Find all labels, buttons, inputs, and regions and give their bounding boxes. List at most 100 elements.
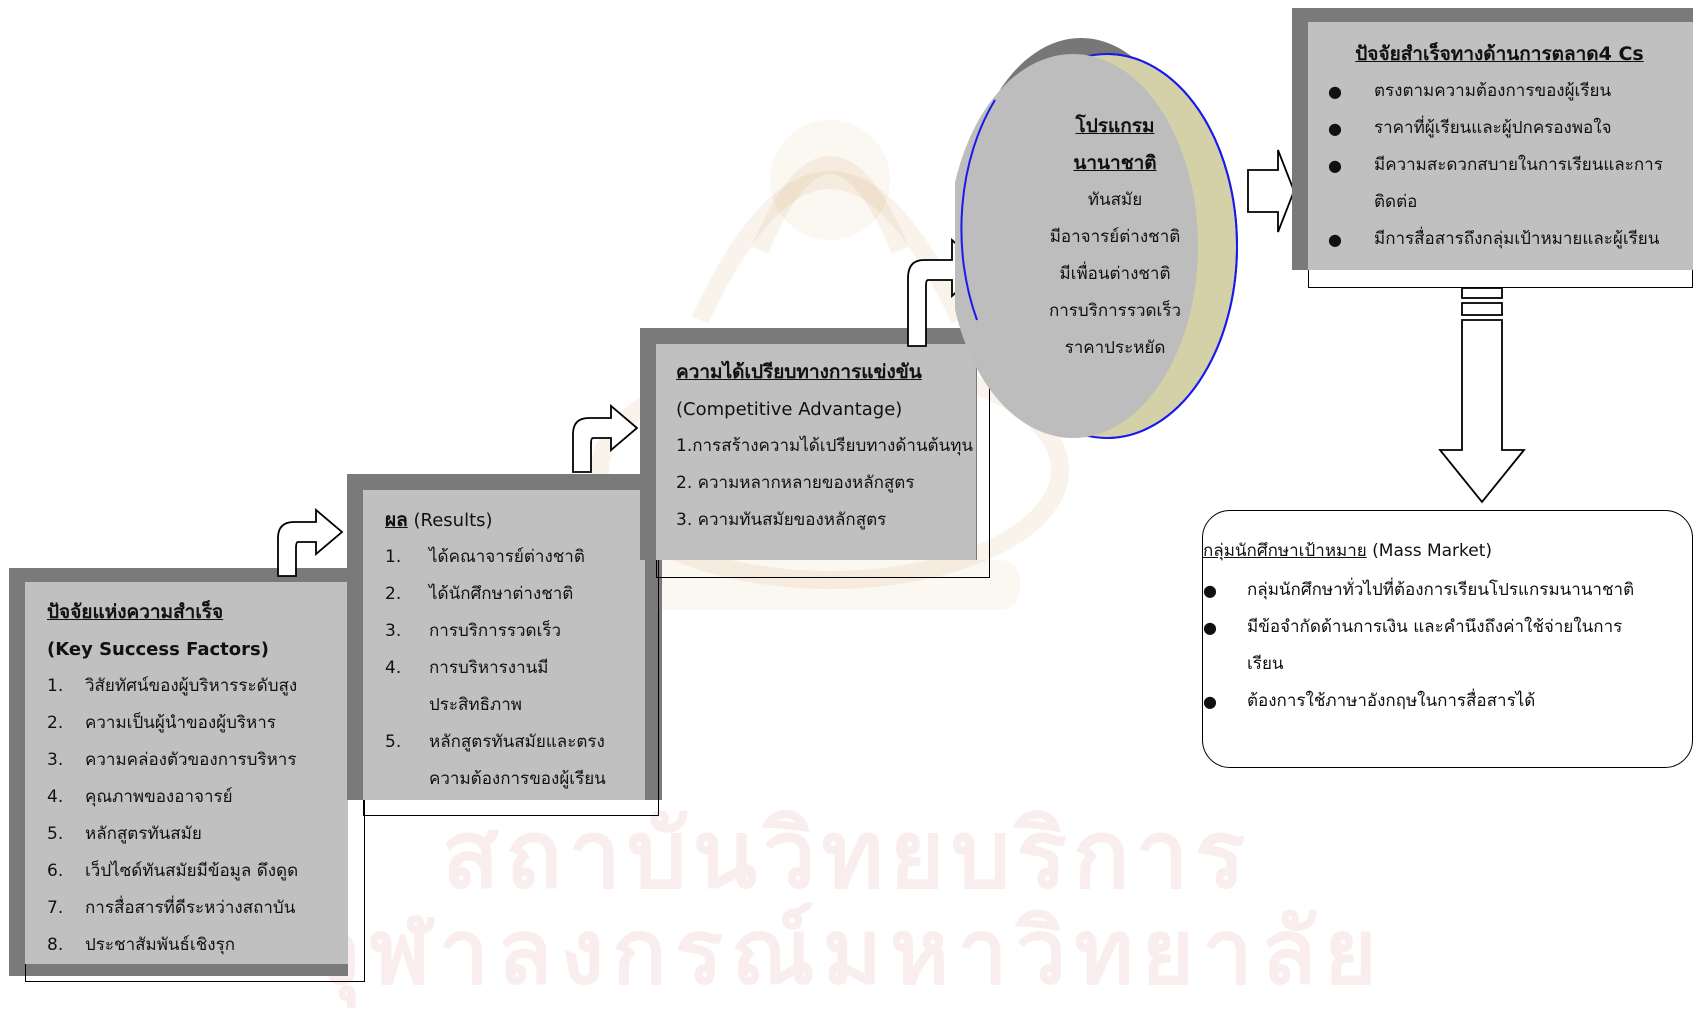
program-ellipse-outline-left [960,99,996,321]
results-item-text: หลักสูตรทันสมัยและตรง [429,732,605,752]
advantage-list: 1.การสร้างความได้เปรียบทางด้านต้นทุน 2. ค… [676,428,976,539]
marketing-item-text: มีความสะดวกสบายในการเรียนและการ [1374,155,1663,175]
program-line: ทันสมัย [1087,190,1143,210]
program-lines: ทันสมัยมีอาจารย์ต่างชาติมีเพื่อนต่างชาติ… [1010,182,1220,367]
ksf-item-number: 8. [47,935,64,955]
curved-arrow-2 [572,404,639,473]
marketing-item-text: ตรงตามความต้องการของผู้เรียน [1374,81,1612,101]
results-title: ผล [385,509,408,531]
program-title-2: นานาชาติ [1073,152,1157,174]
results-item-number: 5. [385,732,402,752]
target-list: ● กลุ่มนักศึกษาทั่วไปที่ต้องการเรียนโปรแก… [1203,572,1692,720]
results-item-text: ความต้องการของผู้เรียน [429,769,606,789]
ksf-item: 8. ประชาสัมพันธ์เชิงรุก [47,927,348,964]
results-item-text: การบริการรวดเร็ว [429,621,562,641]
ksf-item-text: ประชาสัมพันธ์เชิงรุก [85,935,235,955]
results-item-number [385,761,429,798]
program-line: มีอาจารย์ต่างชาติ [1049,227,1181,247]
bullet-icon: ● [1203,692,1217,711]
target-item: เรียน [1203,646,1692,683]
marketing-panel: ปัจจัยสำเร็จทางด้านการตลาด4 Cs ● ตรงตามคว… [1308,22,1693,270]
bullet-icon: ● [1203,618,1217,637]
ksf-item: 2. ความเป็นผู้นำของผู้บริหาร [47,705,348,742]
ksf-item: 4. คุณภาพของอาจารย์ [47,779,348,816]
marketing-item-text: ราคาที่ผู้เรียนและผู้ปกครองพอใจ [1374,118,1612,138]
results-panel: ผล (Results) 1.ได้คณาจารย์ต่างชาติ2.ได้น… [363,490,645,800]
ksf-item: 5. หลักสูตรทันสมัย [47,816,348,853]
target-item: ● กลุ่มนักศึกษาทั่วไปที่ต้องการเรียนโปรแก… [1203,572,1692,609]
ksf-item-number: 2. [47,713,64,733]
results-item-number: 4. [385,658,402,678]
results-item-number: 3. [385,621,402,641]
ksf-item-text: วิสัยทัศน์ของผู้บริหารระดับสูง [85,676,298,696]
marketing-item-text: ติดต่อ [1374,192,1418,212]
ksf-item-text: เว็ปไซด์ทันสมัยมีข้อมูล ดึงดูด [85,861,299,881]
down-arrow [1438,287,1526,504]
results-heading: ผล (Results) [385,502,645,539]
results-item-text: ได้นักศึกษาต่างชาติ [429,584,574,604]
results-item-text: ประสิทธิภาพ [429,695,522,715]
ksf-item-number: 5. [47,824,64,844]
bullet-icon: ● [1328,119,1342,138]
marketing-item: ● ราคาที่ผู้เรียนและผู้ปกครองพอใจ [1328,110,1693,147]
target-title: กลุ่มนักศึกษาเป้าหมาย [1203,541,1367,561]
results-item: 5. หลักสูตรทันสมัยและตรง [385,724,645,761]
bullet-icon: ● [1203,581,1217,600]
ksf-item-number: 7. [47,898,64,918]
marketing-item: ● ตรงตามความต้องการของผู้เรียน [1328,73,1693,110]
marketing-item: ● มีการสื่อสารถึงกลุ่มเป้าหมายและผู้เรียน [1328,221,1693,258]
ksf-item-number: 4. [47,787,64,807]
advantage-subtitle: (Competitive Advantage) [676,399,903,420]
marketing-item: ติดต่อ [1328,184,1693,221]
results-item-number: 2. [385,584,402,604]
program-line: ราคาประหยัด [1064,338,1166,358]
curved-arrow-1 [277,508,344,577]
target-heading: กลุ่มนักศึกษาเป้าหมาย (Mass Market) [1203,533,1692,570]
marketing-item-text: มีการสื่อสารถึงกลุ่มเป้าหมายและผู้เรียน [1374,229,1660,249]
ksf-item-text: ความเป็นผู้นำของผู้บริหาร [85,713,276,733]
advantage-item: 3. ความทันสมัยของหลักสูตร [676,510,887,530]
bullet-icon: ● [1328,156,1342,175]
ksf-item-text: คุณภาพของอาจารย์ [85,787,233,807]
ksf-item-text: หลักสูตรทันสมัย [85,824,202,844]
ksf-item: 1. วิสัยทัศน์ของผู้บริหารระดับสูง [47,668,348,705]
ksf-subtitle: (Key Success Factors) [47,639,269,660]
results-item: 4. การบริหารงานมี [385,650,645,687]
ksf-list: 1. วิสัยทัศน์ของผู้บริหารระดับสูง 2. ความเป… [47,668,348,964]
advantage-title: ความได้เปรียบทางการแข่งขัน [676,361,922,383]
program-text: โปรแกรม นานาชาติ ทันสมัยมีอาจารย์ต่างชาต… [1010,108,1220,367]
bullet-icon: ● [1328,82,1342,101]
target-item: ●ต้องการใช้ภาษาอังกฤษในการสื่อสารได้ [1203,683,1692,720]
ksf-item-text: ความคล่องตัวของการบริหาร [85,750,297,770]
marketing-title: ปัจจัยสำเร็จทางด้านการตลาด4 Cs [1355,43,1644,65]
bullet-spacer [1203,646,1247,683]
target-item-text: มีข้อจำกัดด้านการเงิน และคำนึงถึงค่าใช้จ… [1247,617,1623,637]
target-title-en: (Mass Market) [1366,541,1493,561]
results-item-number: 1. [385,547,402,567]
ksf-item: 3. ความคล่องตัวของการบริหาร [47,742,348,779]
results-title-en: (Results) [407,510,493,531]
ksf-item-number: 6. [47,861,64,881]
advantage-item: 1.การสร้างความได้เปรียบทางด้านต้นทุน [676,436,974,456]
target-item-text: เรียน [1247,654,1284,674]
bullet-spacer [1328,184,1374,221]
program-line: มีเพื่อนต่างชาติ [1059,264,1171,284]
results-item-text: การบริหารงานมี [429,658,549,678]
program-ellipse-fill [955,54,1198,438]
program-ellipse-outline [1106,53,1238,439]
target-item-text: กลุ่มนักศึกษาทั่วไปที่ต้องการเรียนโปรแกร… [1247,580,1635,600]
target-item: ● มีข้อจำกัดด้านการเงิน และคำนึงถึงค่าใช้… [1203,609,1692,646]
bullet-icon: ● [1328,230,1342,249]
ksf-title: ปัจจัยแห่งความสำเร็จ [47,601,224,623]
results-item: 2. ได้นักศึกษาต่างชาติ [385,576,645,613]
target-box: กลุ่มนักศึกษาเป้าหมาย (Mass Market) ● กลุ… [1202,510,1693,768]
right-arrow [1247,149,1295,233]
program-title-1: โปรแกรม [1075,115,1155,137]
ksf-panel: ปัจจัยแห่งความสำเร็จ (Key Success Factor… [25,582,348,964]
ksf-item-number: 1. [47,676,64,696]
ksf-item-number: 3. [47,750,64,770]
marketing-item: ● มีความสะดวกสบายในการเรียนและการ [1328,147,1693,184]
results-item: ประสิทธิภาพ [385,687,645,724]
advantage-item: 2. ความหลากหลายของหลักสูตร [676,473,915,493]
results-item: 3. การบริการรวดเร็ว [385,613,645,650]
